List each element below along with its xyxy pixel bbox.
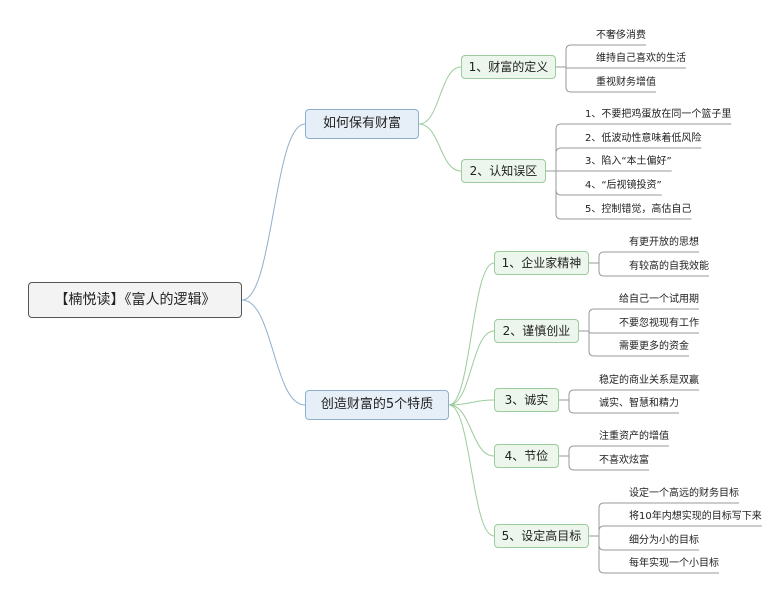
leaf-topic[interactable]: 不要忽视现有工作 (619, 318, 699, 329)
subtopic-to-leaf-connector (589, 525, 627, 537)
leaf-topic[interactable]: 不奢侈消费 (596, 30, 646, 41)
root-to-branch-connector (241, 123, 306, 301)
leaf-topic[interactable]: 注重资产的增值 (599, 431, 669, 442)
subtopic-to-leaf-connector (556, 66, 594, 93)
leaf-topic[interactable]: 细分为小的目标 (629, 535, 699, 546)
subtopic-to-leaf-connector (589, 535, 627, 574)
subtopic-to-leaf-connector (546, 147, 583, 172)
subtopic-to-leaf-connector (589, 251, 627, 264)
leaf-topic[interactable]: 给自己一个试用期 (619, 294, 699, 305)
leaf-topic[interactable]: 设定一个高远的财务目标 (629, 488, 739, 499)
leaf-topic[interactable]: 有较高的自我效能 (629, 261, 709, 272)
leaf-topic[interactable]: 每年实现一个小目标 (629, 558, 719, 569)
subtopic-to-leaf-connector (579, 330, 617, 357)
leaf-topic[interactable]: 2、低波动性意味着低风险 (585, 133, 702, 144)
subtopic-to-leaf-connector (559, 399, 597, 414)
subtopic-high-goals[interactable]: 5、设定高目标 (494, 524, 589, 548)
leaf-topic[interactable]: 1、不要把鸡蛋放在同一个篮子里 (585, 109, 732, 120)
subtopic-to-leaf-connector (559, 389, 597, 401)
subtopic-to-leaf-connector (556, 44, 594, 68)
branch-to-subtopic-connector (448, 399, 495, 406)
leaf-topic[interactable]: 维持自己喜欢的生活 (596, 53, 686, 64)
root-topic[interactable]: 【楠悦读】《富人的逻辑》 (28, 282, 242, 318)
branch-topic-keep-wealth[interactable]: 如何保有财富 (305, 109, 419, 139)
subtopic-wealth-definition[interactable]: 1、财富的定义 (461, 55, 556, 79)
leaf-topic[interactable]: 诚实、智慧和精力 (599, 398, 679, 409)
branch-topic-create-wealth[interactable]: 创造财富的5个特质 (305, 390, 449, 420)
branch-to-subtopic-connector (448, 404, 495, 457)
subtopic-to-leaf-connector (546, 170, 583, 220)
leaf-topic[interactable]: 3、陷入“本土偏好” (585, 156, 672, 167)
subtopic-to-leaf-connector (559, 445, 597, 457)
branch-to-subtopic-connector (448, 404, 495, 537)
subtopic-honesty[interactable]: 3、诚实 (494, 388, 559, 412)
leaf-topic[interactable]: 稳定的商业关系是双赢 (599, 375, 699, 386)
root-to-branch-connector (241, 299, 306, 406)
subtopic-cautious-startup[interactable]: 2、谨慎创业 (494, 319, 579, 343)
leaf-topic[interactable]: 4、“后视镜投资” (585, 180, 662, 191)
branch-to-subtopic-connector (448, 330, 495, 406)
leaf-topic[interactable]: 有更开放的思想 (629, 237, 699, 248)
subtopic-to-leaf-connector (589, 502, 627, 537)
branch-to-subtopic-connector (418, 123, 462, 172)
subtopic-to-leaf-connector (546, 123, 583, 172)
leaf-topic[interactable]: 不喜欢炫富 (599, 455, 649, 466)
subtopic-to-leaf-connector (546, 170, 583, 196)
branch-to-subtopic-connector (418, 66, 462, 125)
subtopic-to-leaf-connector (589, 535, 627, 551)
leaf-topic[interactable]: 重视财务增值 (596, 77, 656, 88)
subtopic-to-leaf-connector (579, 308, 617, 332)
subtopic-to-leaf-connector (589, 262, 627, 277)
subtopic-to-leaf-connector (559, 455, 597, 471)
leaf-topic[interactable]: 将10年内想实现的目标写下来 (629, 511, 762, 522)
subtopic-entrepreneurship[interactable]: 1、企业家精神 (494, 251, 589, 275)
leaf-topic[interactable]: 需要更多的资金 (619, 341, 689, 352)
branch-to-subtopic-connector (448, 262, 495, 406)
leaf-topic[interactable]: 5、控制错觉，高估自己 (585, 204, 692, 215)
subtopic-cognitive-misconceptions[interactable]: 2、认知误区 (461, 159, 546, 183)
subtopic-frugality[interactable]: 4、节俭 (494, 444, 559, 468)
